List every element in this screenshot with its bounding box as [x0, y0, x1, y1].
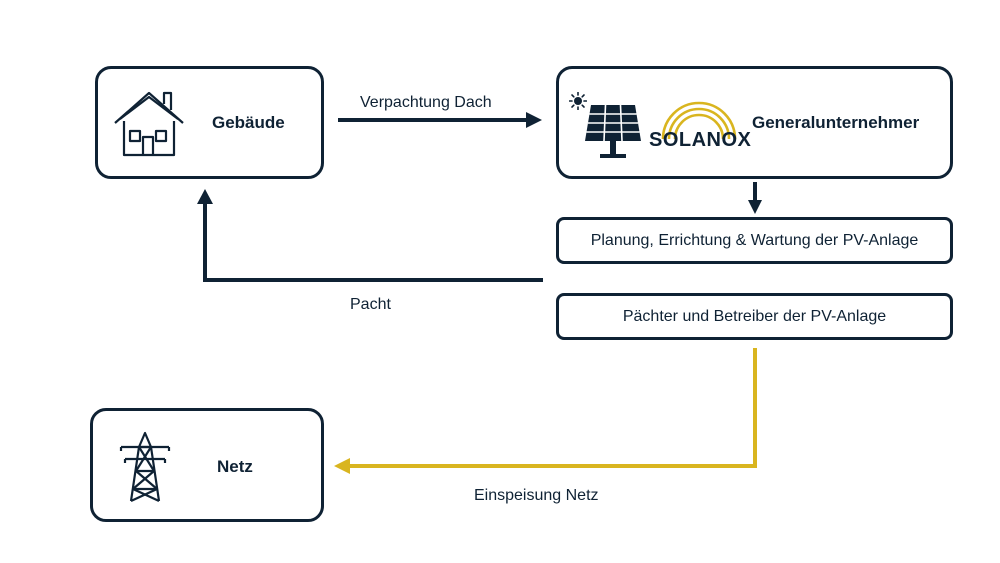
house-icon	[114, 91, 184, 157]
node-paechter: Pächter und Betreiber der PV-Anlage	[556, 293, 953, 340]
node-gebaeude: Gebäude	[95, 66, 324, 179]
edge-verpachtung-label: Verpachtung Dach	[360, 94, 492, 111]
node-generalunternehmer: SOLANOX Generalunternehmer	[556, 66, 953, 179]
edge-einspeisung-label: Einspeisung Netz	[474, 487, 599, 504]
solanox-logo: SOLANOX	[649, 99, 752, 153]
node-netz-title: Netz	[217, 457, 253, 476]
edge-down-arrow	[748, 182, 762, 214]
node-planung-text: Planung, Errichtung & Wartung der PV-Anl…	[590, 231, 919, 249]
solar-panel-icon	[585, 104, 641, 158]
power-pylon-icon	[119, 431, 171, 502]
solanox-logo-text: SOLANOX	[649, 129, 752, 151]
edge-pacht-label: Pacht	[350, 296, 391, 313]
node-planung: Planung, Errichtung & Wartung der PV-Anl…	[556, 217, 953, 264]
node-gebaeude-title: Gebäude	[212, 113, 285, 132]
node-paechter-text: Pächter und Betreiber der PV-Anlage	[622, 307, 887, 325]
edge-einspeisung	[334, 348, 757, 474]
edge-verpachtung	[338, 112, 542, 128]
solanox-logo-arc	[661, 101, 737, 140]
sun-icon	[569, 92, 587, 110]
node-generalunternehmer-title: Generalunternehmer	[752, 113, 920, 132]
edge-pacht	[197, 189, 543, 282]
node-netz: Netz	[90, 408, 324, 522]
